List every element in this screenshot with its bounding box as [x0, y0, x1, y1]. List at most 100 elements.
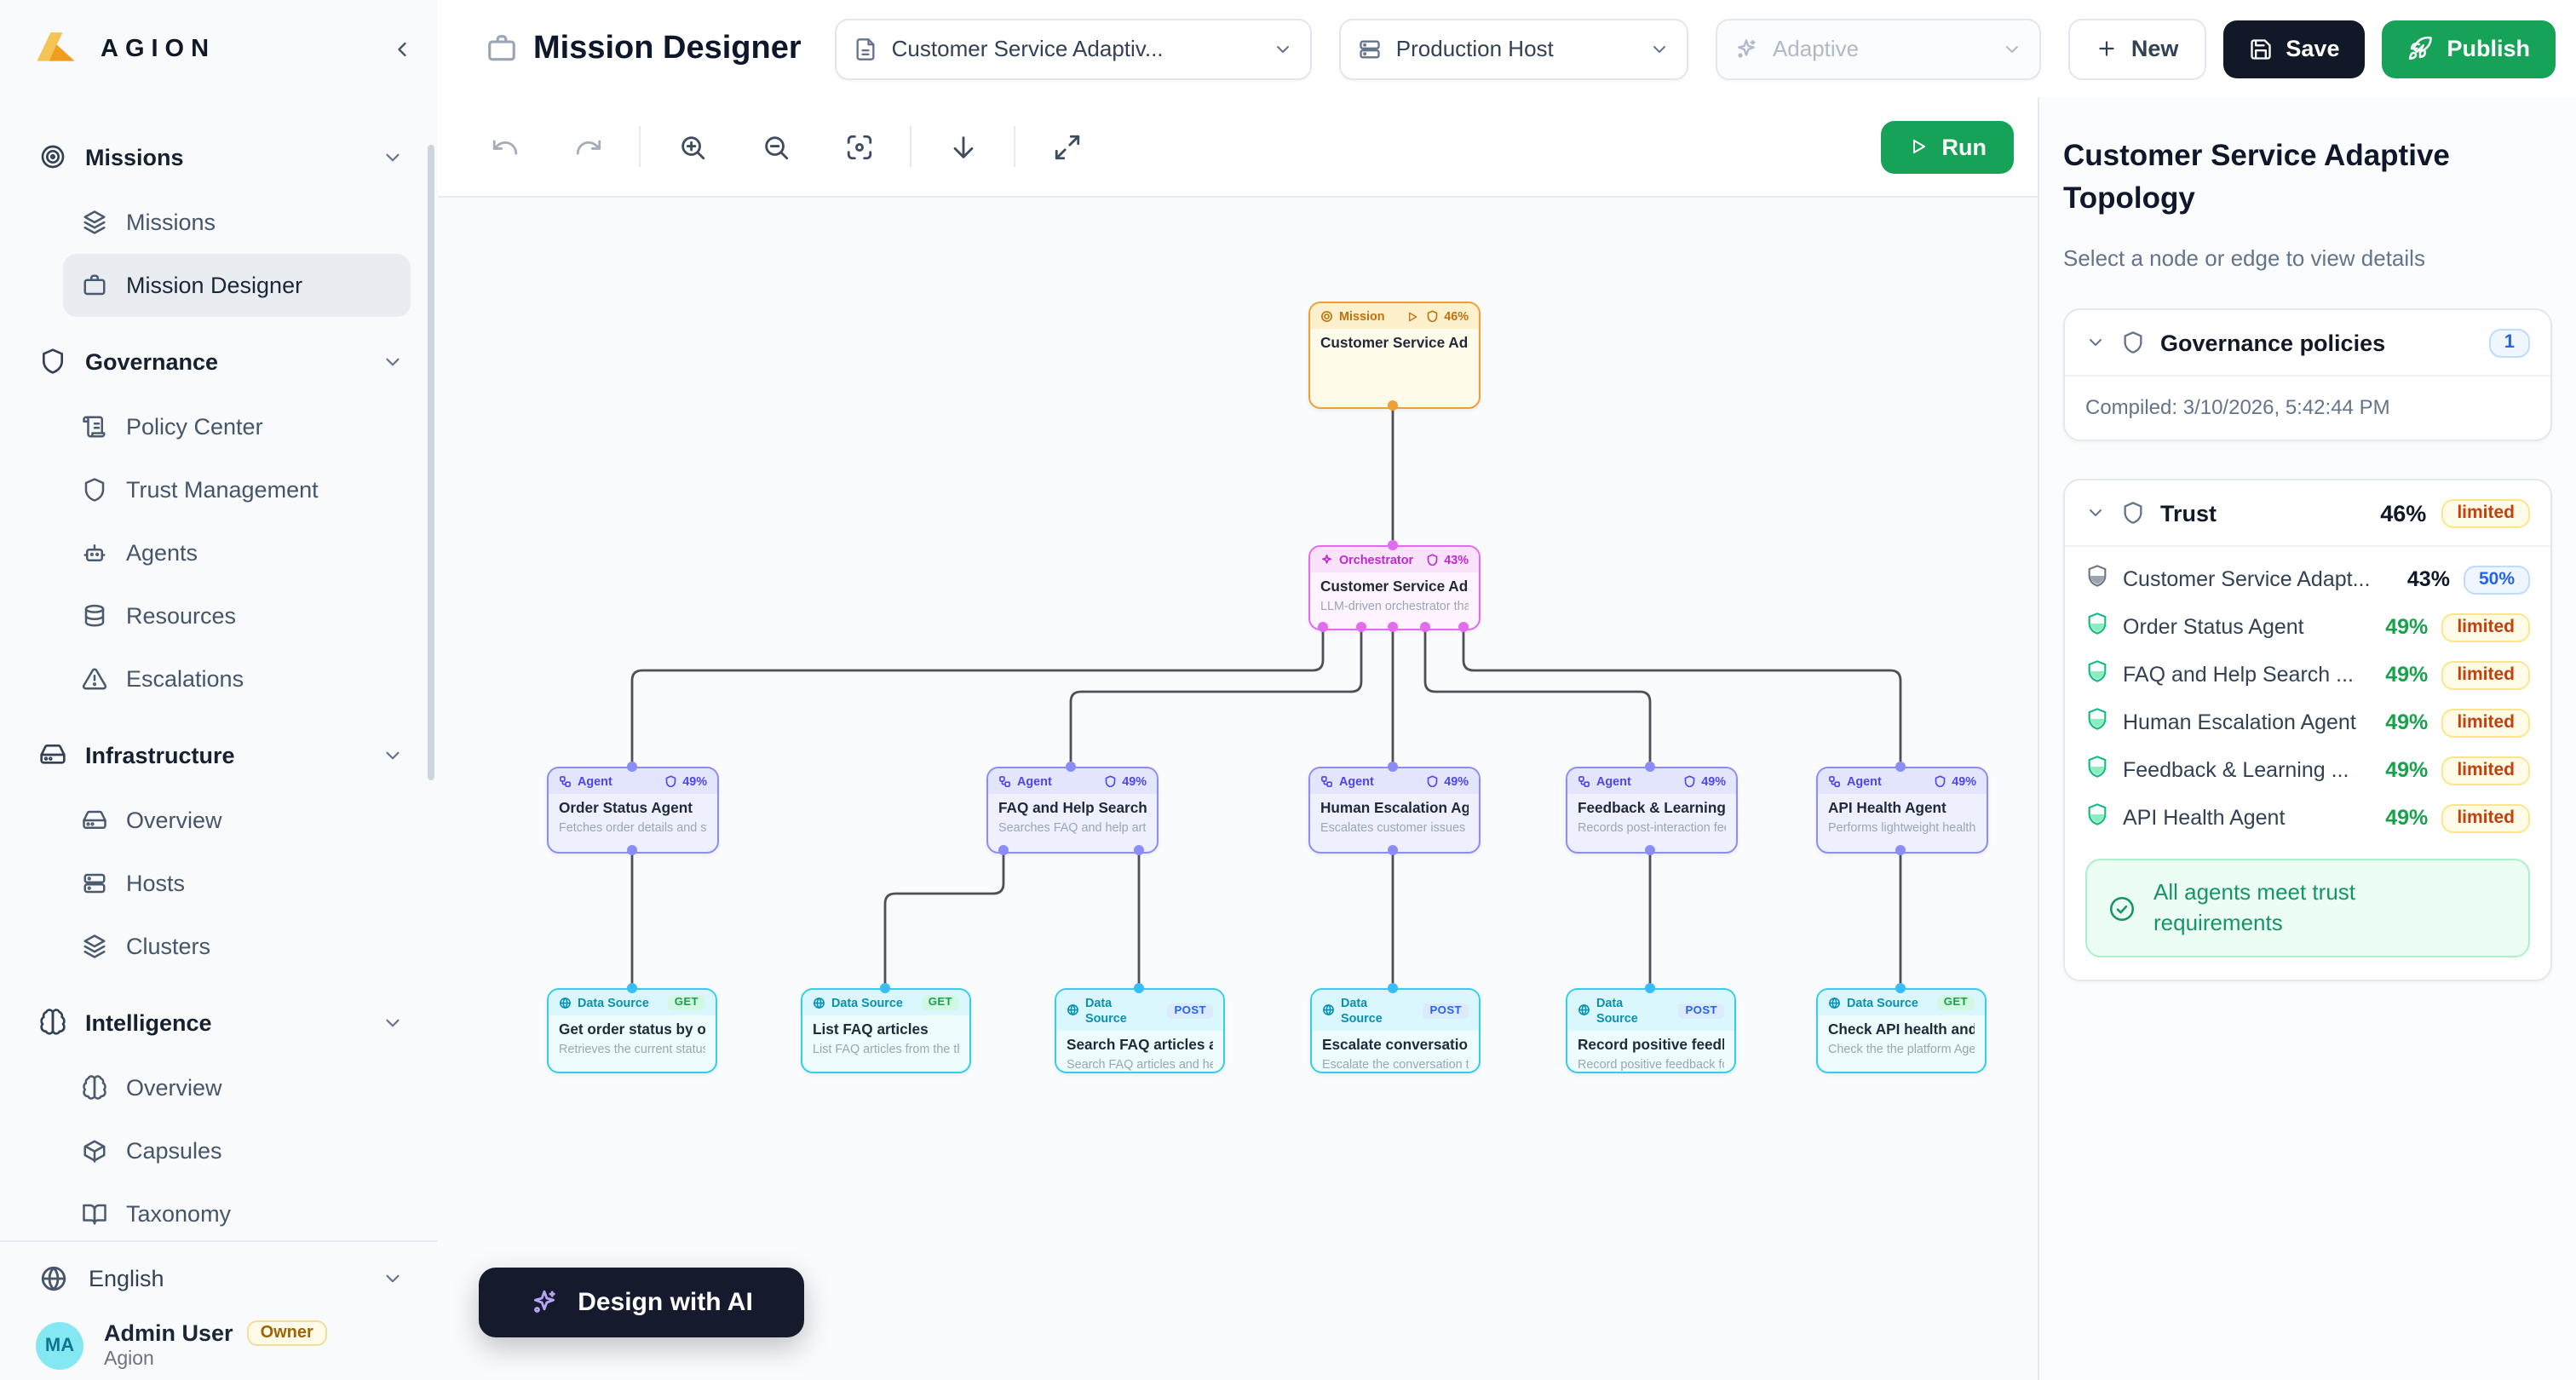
zoom-in-button[interactable]: [670, 124, 714, 169]
section-label: Infrastructure: [85, 742, 235, 768]
sparkles-icon: [1735, 37, 1759, 60]
globe-icon: [1322, 1004, 1335, 1017]
node-subtitle: Search FAQ articles and help ...: [1067, 1055, 1213, 1071]
node-subtitle: Retrieves the current status a...: [559, 1040, 705, 1055]
datasource-node-check-api-health[interactable]: Data Source GET Check API health and re.…: [1816, 988, 1987, 1073]
method-badge: POST: [1678, 1003, 1724, 1018]
governance-policies-header[interactable]: Governance policies 1: [2065, 310, 2550, 377]
expand-button[interactable]: [1044, 124, 1089, 169]
trust-row-name: API Health Agent: [2123, 806, 2286, 830]
sidebar-scrollbar[interactable]: [428, 145, 434, 780]
sidebar-item-infra-overview[interactable]: Overview: [63, 789, 411, 852]
agent-node-api-health[interactable]: Agent 49% API Health Agent Performs ligh…: [1816, 767, 1988, 854]
trust-row-name: Feedback & Learning ...: [2123, 758, 2349, 782]
sidebar-item-hosts[interactable]: Hosts: [63, 852, 411, 915]
language-selector[interactable]: English: [0, 1242, 438, 1314]
trust-row[interactable]: Order Status Agent 49% limited: [2065, 603, 2550, 651]
agent-node-order-status[interactable]: Agent 49% Order Status Agent Fetches ord…: [547, 767, 719, 854]
governance-policies-card: Governance policies 1 Compiled: 3/10/202…: [2063, 308, 2552, 441]
sidebar-item-resources[interactable]: Resources: [63, 584, 411, 647]
orchestrator-node[interactable]: Orchestrator 43% Customer Service Adapti…: [1308, 545, 1481, 630]
hard-drive-icon: [82, 808, 107, 833]
mode-dropdown-value: Adaptive: [1772, 36, 1860, 61]
node-subtitle: Escalates customer issues to ...: [1320, 819, 1469, 834]
section-label: Intelligence: [85, 1009, 212, 1035]
node-type-label: Data Source: [578, 995, 649, 1010]
shield-icon: [2121, 331, 2145, 354]
role-badge: Owner: [246, 1320, 327, 1346]
trust-row-value: 49%: [2385, 806, 2429, 830]
sidebar-item-taxonomy[interactable]: Taxonomy: [63, 1182, 411, 1245]
trust-row[interactable]: FAQ and Help Search ... 49% limited: [2065, 651, 2550, 699]
undo-button[interactable]: [482, 124, 526, 169]
topology-canvas[interactable]: Mission 46% Customer Service Adapti... O: [438, 198, 2038, 1380]
user-menu[interactable]: MA Admin User Owner Agion: [0, 1314, 438, 1370]
design-with-ai-button[interactable]: Design with AI: [479, 1268, 804, 1337]
sidebar-section-governance[interactable]: Governance: [0, 327, 438, 395]
sidebar-item-agents[interactable]: Agents: [63, 521, 411, 584]
node-title: List FAQ articles: [813, 1021, 929, 1038]
sidebar-collapse-button[interactable]: [390, 37, 414, 61]
sidebar-item-capsules[interactable]: Capsules: [63, 1119, 411, 1182]
item-label: Escalations: [126, 666, 244, 692]
globe-icon: [559, 997, 572, 1009]
shield-icon: [1682, 774, 1695, 788]
datasource-node-search-faq[interactable]: Data Source POST Search FAQ articles and…: [1055, 988, 1225, 1073]
publish-button[interactable]: Publish: [2382, 20, 2556, 78]
sidebar-item-mission-designer[interactable]: Mission Designer: [63, 254, 411, 317]
sidebar-item-missions[interactable]: Missions: [63, 191, 411, 254]
datasource-node-get-order-status[interactable]: Data Source GET Get order status by orde…: [547, 988, 717, 1073]
trust-row[interactable]: Human Escalation Agent 49% limited: [2065, 699, 2550, 746]
new-button[interactable]: New: [2067, 18, 2206, 79]
sidebar-section-intelligence[interactable]: Intelligence: [0, 988, 438, 1056]
mission-dropdown[interactable]: Customer Service Adaptiv...: [835, 18, 1313, 79]
sidebar-item-intel-overview[interactable]: Overview: [63, 1056, 411, 1119]
zoom-out-button[interactable]: [753, 124, 797, 169]
sidebar-item-clusters[interactable]: Clusters: [63, 915, 411, 978]
node-title: Get order status by orde...: [559, 1021, 705, 1038]
sidebar-item-policy-center[interactable]: Policy Center: [63, 395, 411, 458]
trust-row[interactable]: API Health Agent 49% limited: [2065, 794, 2550, 842]
datasource-node-escalate-conversation[interactable]: Data Source POST Escalate conversation t…: [1310, 988, 1481, 1073]
datasource-node-list-faq[interactable]: Data Source GET List FAQ articles List F…: [801, 988, 971, 1073]
sidebar-item-trust-management[interactable]: Trust Management: [63, 458, 411, 521]
item-label: Hosts: [126, 871, 186, 896]
node-subtitle: Fetches order details and stat...: [559, 819, 707, 834]
sidebar: AGION Missions Missions Mission Designer: [0, 0, 440, 1380]
trust-row[interactable]: Customer Service Adapt... 43% 50%: [2065, 555, 2550, 603]
fit-view-button[interactable]: [837, 124, 881, 169]
agent-node-feedback-learning[interactable]: Agent 49% Feedback & Learning Ag... Reco…: [1566, 767, 1738, 854]
sidebar-section-infrastructure[interactable]: Infrastructure: [0, 721, 438, 789]
trust-row-badge: limited: [2441, 660, 2530, 689]
governance-count-badge: 1: [2488, 328, 2530, 357]
mode-dropdown[interactable]: Adaptive: [1716, 18, 2041, 79]
method-badge: POST: [1167, 1003, 1213, 1018]
trust-row-name: Customer Service Adapt...: [2123, 567, 2371, 591]
redo-button[interactable]: [566, 124, 610, 169]
trust-header[interactable]: Trust 46% limited: [2065, 480, 2550, 547]
item-label: Resources: [126, 603, 237, 629]
download-button[interactable]: [940, 124, 985, 169]
trust-row[interactable]: Feedback & Learning ... 49% limited: [2065, 746, 2550, 794]
shield-icon: [2085, 563, 2109, 595]
agion-logo-icon: [34, 28, 85, 71]
agent-node-human-escalation[interactable]: Agent 49% Human Escalation Agent Escalat…: [1308, 767, 1481, 854]
save-button[interactable]: Save: [2222, 20, 2366, 78]
node-trust-value: 49%: [1952, 773, 1976, 789]
host-dropdown[interactable]: Production Host: [1339, 18, 1689, 79]
run-button[interactable]: Run: [1880, 120, 2014, 173]
sidebar-item-escalations[interactable]: Escalations: [63, 647, 411, 710]
governance-policies-label: Governance policies: [2160, 330, 2386, 355]
sidebar-section-missions[interactable]: Missions: [0, 123, 438, 191]
datasource-node-record-feedback[interactable]: Data Source POST Record positive feedbac…: [1566, 988, 1736, 1073]
trust-label: Trust: [2160, 500, 2217, 526]
item-label: Mission Designer: [126, 273, 303, 298]
shield-icon: [1425, 774, 1438, 788]
mission-node[interactable]: Mission 46% Customer Service Adapti...: [1308, 302, 1481, 409]
method-badge: POST: [1423, 1003, 1469, 1018]
file-text-icon: [854, 37, 878, 60]
shield-icon: [2085, 754, 2109, 786]
node-type-label: Data Source: [831, 995, 903, 1010]
agent-node-faq-search[interactable]: Agent 49% FAQ and Help Search Ag... Sear…: [986, 767, 1159, 854]
